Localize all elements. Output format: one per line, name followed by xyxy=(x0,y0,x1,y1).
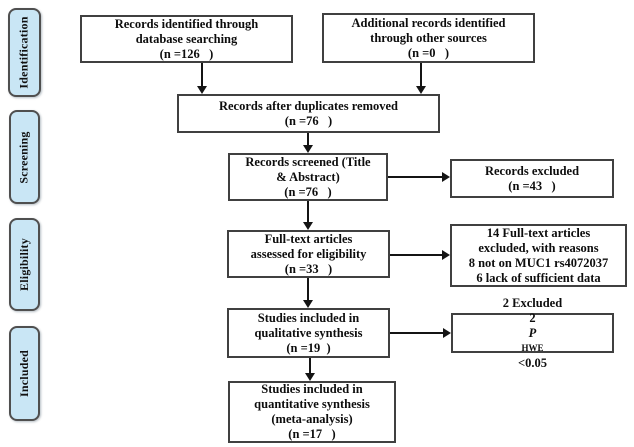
box-duplicates-removed: Records after duplicates removed (n =76 … xyxy=(177,94,440,133)
phase-band-screening: Screening xyxy=(9,110,40,204)
box-fulltext-assessed: Full-text articles assessed for eligibil… xyxy=(227,230,390,278)
box-text-line: Records identified through xyxy=(114,16,259,31)
box-records-excluded: Records excluded (n =43 ) xyxy=(450,159,614,198)
phase-label-screening: Screening xyxy=(17,130,31,184)
box-count: (n =76 ) xyxy=(284,184,332,199)
box-text-line: Studies included in xyxy=(261,382,363,396)
box-text-line: quantitative synthesis xyxy=(254,397,370,411)
box-count: (n =17 ) xyxy=(288,427,336,441)
box-text-line: excluded, with reasons xyxy=(478,240,599,255)
box-text-line: Additional records identified xyxy=(351,15,506,30)
arrow-screened-to-fulltext xyxy=(303,201,313,230)
box-count: (n =33 ) xyxy=(284,261,333,276)
box-records-identified: Records identified through database sear… xyxy=(80,15,293,63)
hwe-p-italic: P xyxy=(528,325,537,340)
box-count: (n =19 ) xyxy=(286,340,331,355)
arrow-fulltext-to-fulltext-excluded xyxy=(390,250,450,260)
box-text-line: Records after duplicates removed xyxy=(218,98,399,113)
box-count: (n =76 ) xyxy=(284,113,333,128)
arrow-additional-to-duplicates xyxy=(416,63,426,94)
arrow-fulltext-to-qualitative xyxy=(303,278,313,308)
box-additional-records: Additional records identified through ot… xyxy=(322,13,535,63)
box-text-line: Full-text articles xyxy=(264,231,353,246)
hwe-subscript: HWE xyxy=(521,342,544,353)
arrow-screened-to-excluded xyxy=(388,172,450,182)
box-text-line: 14 Full-text articles xyxy=(486,225,591,240)
box-count: (n =126 ) xyxy=(159,46,214,61)
box-text-line: (meta-analysis) xyxy=(271,412,353,426)
box-text-line: & Abstract) xyxy=(276,169,340,184)
box-count: (n =43 ) xyxy=(508,178,556,193)
arrow-qualitative-to-quantitative xyxy=(305,358,315,381)
box-text-line: through other sources xyxy=(370,30,487,45)
phase-band-eligibility: Eligibility xyxy=(9,218,40,311)
box-text-line: assessed for eligibility xyxy=(250,246,367,261)
box-text-line: database searching xyxy=(135,31,238,46)
box-hwe-excluded: 2 Excluded 2 P HWE <0.05 xyxy=(451,296,614,370)
box-quantitative-synthesis: Studies included in quantitative synthes… xyxy=(228,381,396,443)
box-qualitative-synthesis: Studies included in qualitative synthesi… xyxy=(227,308,390,358)
box-records-screened: Records screened (Title & Abstract) (n =… xyxy=(228,153,388,201)
arrow-duplicates-to-screened xyxy=(303,133,313,153)
box-text-line: 2 Excluded xyxy=(502,295,563,310)
box-text-line-hwe: 2 P HWE <0.05 xyxy=(518,311,547,371)
box-text-line: 8 not on MUC1 rs4072037 xyxy=(468,255,609,270)
hwe-threshold: <0.05 xyxy=(518,355,547,370)
box-fulltext-excluded: 14 Full-text articles excluded, with rea… xyxy=(450,224,627,287)
phase-band-identification: Identification xyxy=(8,8,41,97)
box-text-line: 6 lack of sufficient data xyxy=(476,270,601,285)
box-text-line: Records screened (Title xyxy=(245,154,371,169)
box-text-line: Records excluded xyxy=(484,163,580,178)
phase-band-included: Included xyxy=(9,326,40,421)
phase-label-identification: Identification xyxy=(17,16,32,89)
arrow-identified-to-duplicates xyxy=(197,63,207,94)
hwe-prefix: 2 xyxy=(529,310,536,325)
arrow-qualitative-to-hwe-excluded xyxy=(390,328,451,338)
box-text-line: Studies included in xyxy=(257,310,360,325)
phase-label-eligibility: Eligibility xyxy=(17,238,32,291)
box-text-line: qualitative synthesis xyxy=(254,325,363,340)
box-count: (n =0 ) xyxy=(407,45,450,60)
phase-label-included: Included xyxy=(17,350,32,397)
